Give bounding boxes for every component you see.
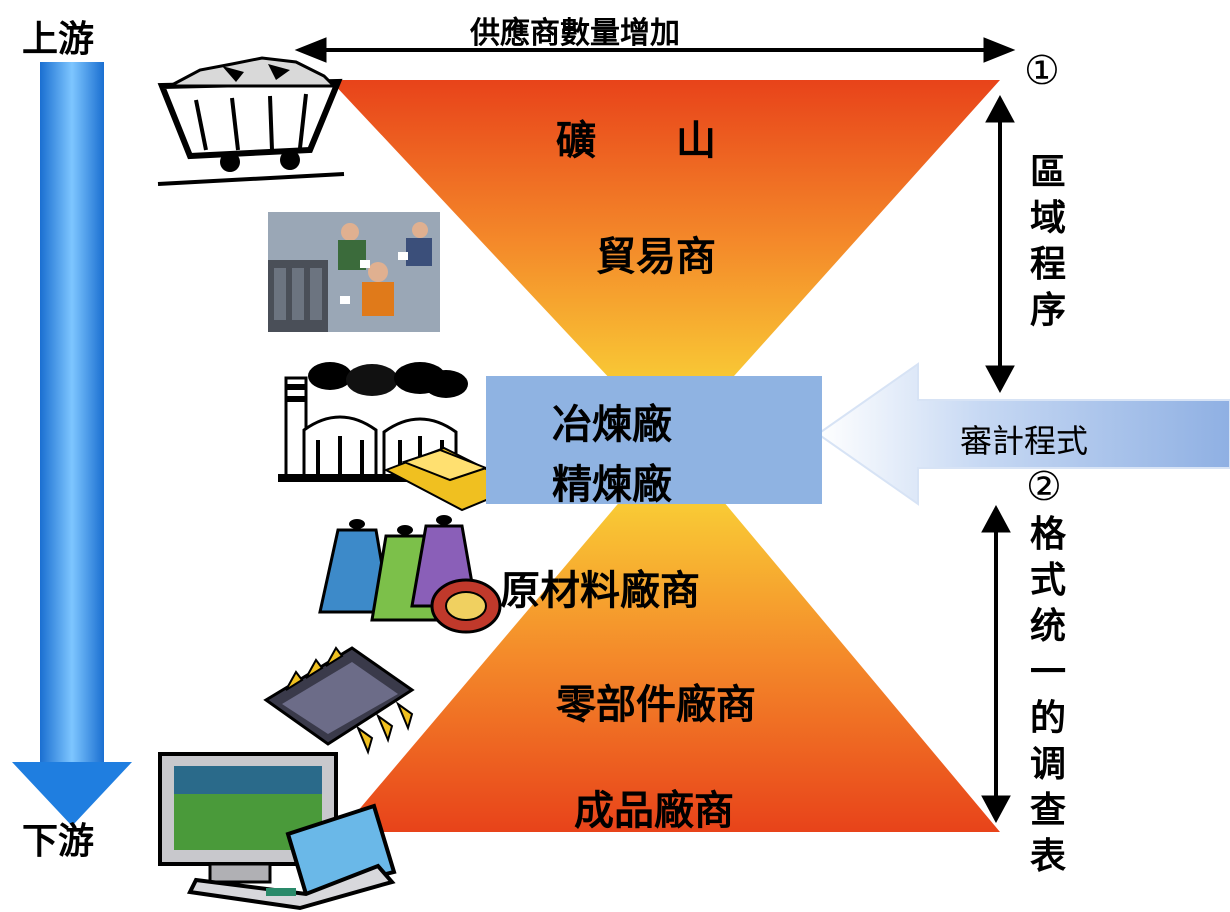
- regional-procedure-char: 區: [1029, 152, 1066, 193]
- regional-procedure-char: 程: [1029, 244, 1066, 285]
- marker-1: ①: [1024, 48, 1060, 94]
- tier-component: 零部件廠商: [556, 682, 756, 728]
- regional-procedure-char: 序: [1029, 290, 1066, 331]
- survey-form-char: 查: [1029, 790, 1066, 831]
- mine-cart-icon: [157, 56, 345, 186]
- survey-form-arrow: [981, 504, 1011, 824]
- tier-raw-material: 原材料廠商: [500, 568, 700, 614]
- audit-program-label: 審計程式: [960, 422, 1089, 460]
- regional-procedure-label: 區 域 程 序: [1024, 150, 1072, 334]
- survey-form-label: 格 式 统 一 的 调 查 表: [1024, 512, 1072, 880]
- upstream-label: 上游: [22, 19, 95, 60]
- survey-form-char: 表: [1029, 836, 1066, 877]
- tier-smelter: 冶煉廠: [552, 402, 672, 448]
- survey-form-char: 调: [1029, 744, 1066, 785]
- regional-procedure-arrow: [985, 94, 1015, 394]
- survey-form-char: 统: [1029, 606, 1066, 647]
- upstream-downstream-arrow: [12, 62, 132, 826]
- computer-icon: [158, 752, 397, 911]
- tier-refiner: 精煉廠: [552, 462, 672, 508]
- upper-funnel: [330, 80, 1000, 445]
- traders-icon: [268, 212, 440, 332]
- supplier-increase-arrow: [294, 37, 1016, 63]
- audit-program-arrow: [816, 362, 1230, 506]
- chip-icon: [263, 646, 415, 756]
- regional-procedure-char: 域: [1029, 198, 1066, 239]
- survey-form-char: 式: [1029, 560, 1066, 601]
- smelter-refiner-box: [486, 376, 822, 504]
- marker-2: ②: [1026, 464, 1062, 510]
- survey-form-char: 的: [1029, 698, 1066, 739]
- thread-spools-icon: [318, 515, 502, 634]
- survey-form-char: 格: [1029, 514, 1066, 555]
- tier-finished-goods: 成品廠商: [574, 788, 734, 834]
- lower-funnel: [340, 440, 1000, 832]
- survey-form-char: 一: [1029, 652, 1066, 693]
- supplier-increase-label: 供應商數量增加: [470, 16, 680, 51]
- factory-icon: [278, 362, 523, 512]
- tier-mine: 礦 山: [556, 118, 716, 164]
- downstream-label: 下游: [22, 821, 95, 862]
- tier-trader: 貿易商: [596, 234, 716, 280]
